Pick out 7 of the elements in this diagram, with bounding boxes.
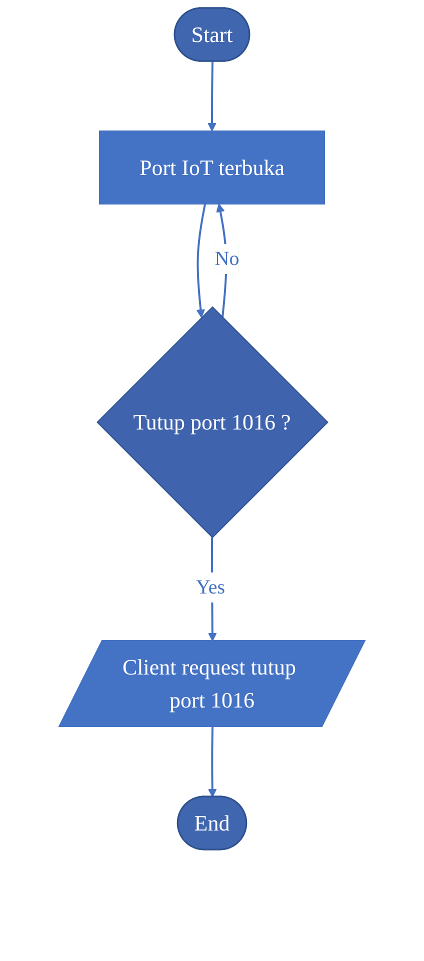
edge-label: Yes xyxy=(196,576,226,598)
edge-label: No xyxy=(214,248,240,270)
arrow xyxy=(208,726,217,798)
node-diamond: Tutup port 1016 ? xyxy=(96,306,328,538)
node-box: Port IoT terbuka xyxy=(99,130,325,204)
arrow xyxy=(208,61,216,132)
arrow xyxy=(196,204,206,318)
